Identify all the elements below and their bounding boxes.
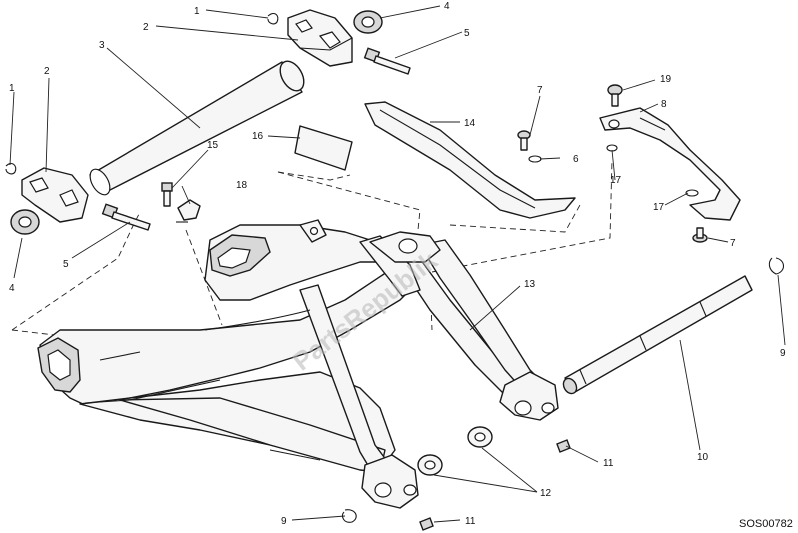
callout-11-right: 11: [603, 458, 614, 469]
callout-2-top: 2: [143, 22, 149, 33]
diagram-code: SOS00782: [739, 518, 793, 530]
callout-4-left: 4: [9, 283, 15, 294]
callout-17-right: 17: [653, 202, 665, 213]
callout-19: 19: [660, 74, 672, 85]
washer-part-17-right: [685, 189, 699, 197]
screw-part-19: [607, 84, 623, 107]
tube-part-3: [89, 60, 305, 196]
callout-12: 12: [540, 488, 552, 499]
callout-13: 13: [524, 279, 536, 290]
grease-nipple-part-11-b: [419, 517, 434, 531]
callout-5-left: 5: [63, 259, 69, 270]
callout-8: 8: [661, 99, 667, 110]
chain-adjuster-part-2-left: [21, 167, 89, 223]
washer-part-6: [528, 155, 542, 163]
washer-part-12-a: [467, 426, 493, 448]
callout-16: 16: [252, 131, 264, 142]
callout-1-top: 1: [194, 6, 200, 17]
bolt-part-5-left: [101, 203, 151, 231]
callout-4-top: 4: [444, 1, 450, 12]
callout-15: 15: [207, 140, 219, 151]
chain-guard-part-14: [364, 101, 576, 219]
callout-2-left: 2: [44, 66, 50, 77]
callout-numbers: 1 2 3 4 5 1 2 4 5 7 6 19 8 17 17 7 9 10 …: [9, 1, 786, 527]
callout-7-top: 7: [537, 85, 543, 96]
callout-6: 6: [573, 154, 579, 165]
pivot-shaft-part-10: [562, 275, 753, 395]
screw-part-15: [161, 182, 173, 207]
chain-adjuster-part-2-top: [287, 9, 353, 67]
callout-11-bottom: 11: [465, 516, 476, 527]
callout-17-left: 17: [610, 175, 622, 186]
grease-nipple-part-11-a: [556, 439, 571, 453]
leader-lines: [9, 5, 786, 523]
circlip-part-9-right: [768, 257, 785, 275]
callout-14: 14: [464, 118, 476, 129]
chain-slider-part-8: [599, 107, 741, 221]
callout-7-right: 7: [730, 238, 736, 249]
screw-part-7-top: [517, 130, 531, 151]
screw-part-7-right: [692, 227, 708, 243]
fitting-part-18: [176, 199, 201, 223]
callout-18: 18: [236, 180, 248, 191]
washer-part-4-top: [353, 10, 383, 34]
callout-10: 10: [697, 452, 709, 463]
washer-part-12-b: [417, 454, 443, 476]
clip-part-1-top: [267, 13, 279, 25]
callout-3: 3: [99, 40, 105, 51]
callout-1-left: 1: [9, 83, 15, 94]
label-plate-part-16: [294, 125, 353, 171]
swingarm: [37, 219, 559, 509]
callout-9-bottom: 9: [281, 516, 287, 527]
washer-part-4-left: [10, 209, 40, 235]
bolt-part-5-top: [363, 47, 411, 75]
callout-5-top: 5: [464, 28, 470, 39]
callout-9-right: 9: [780, 348, 786, 359]
clip-part-1-left: [5, 163, 17, 175]
